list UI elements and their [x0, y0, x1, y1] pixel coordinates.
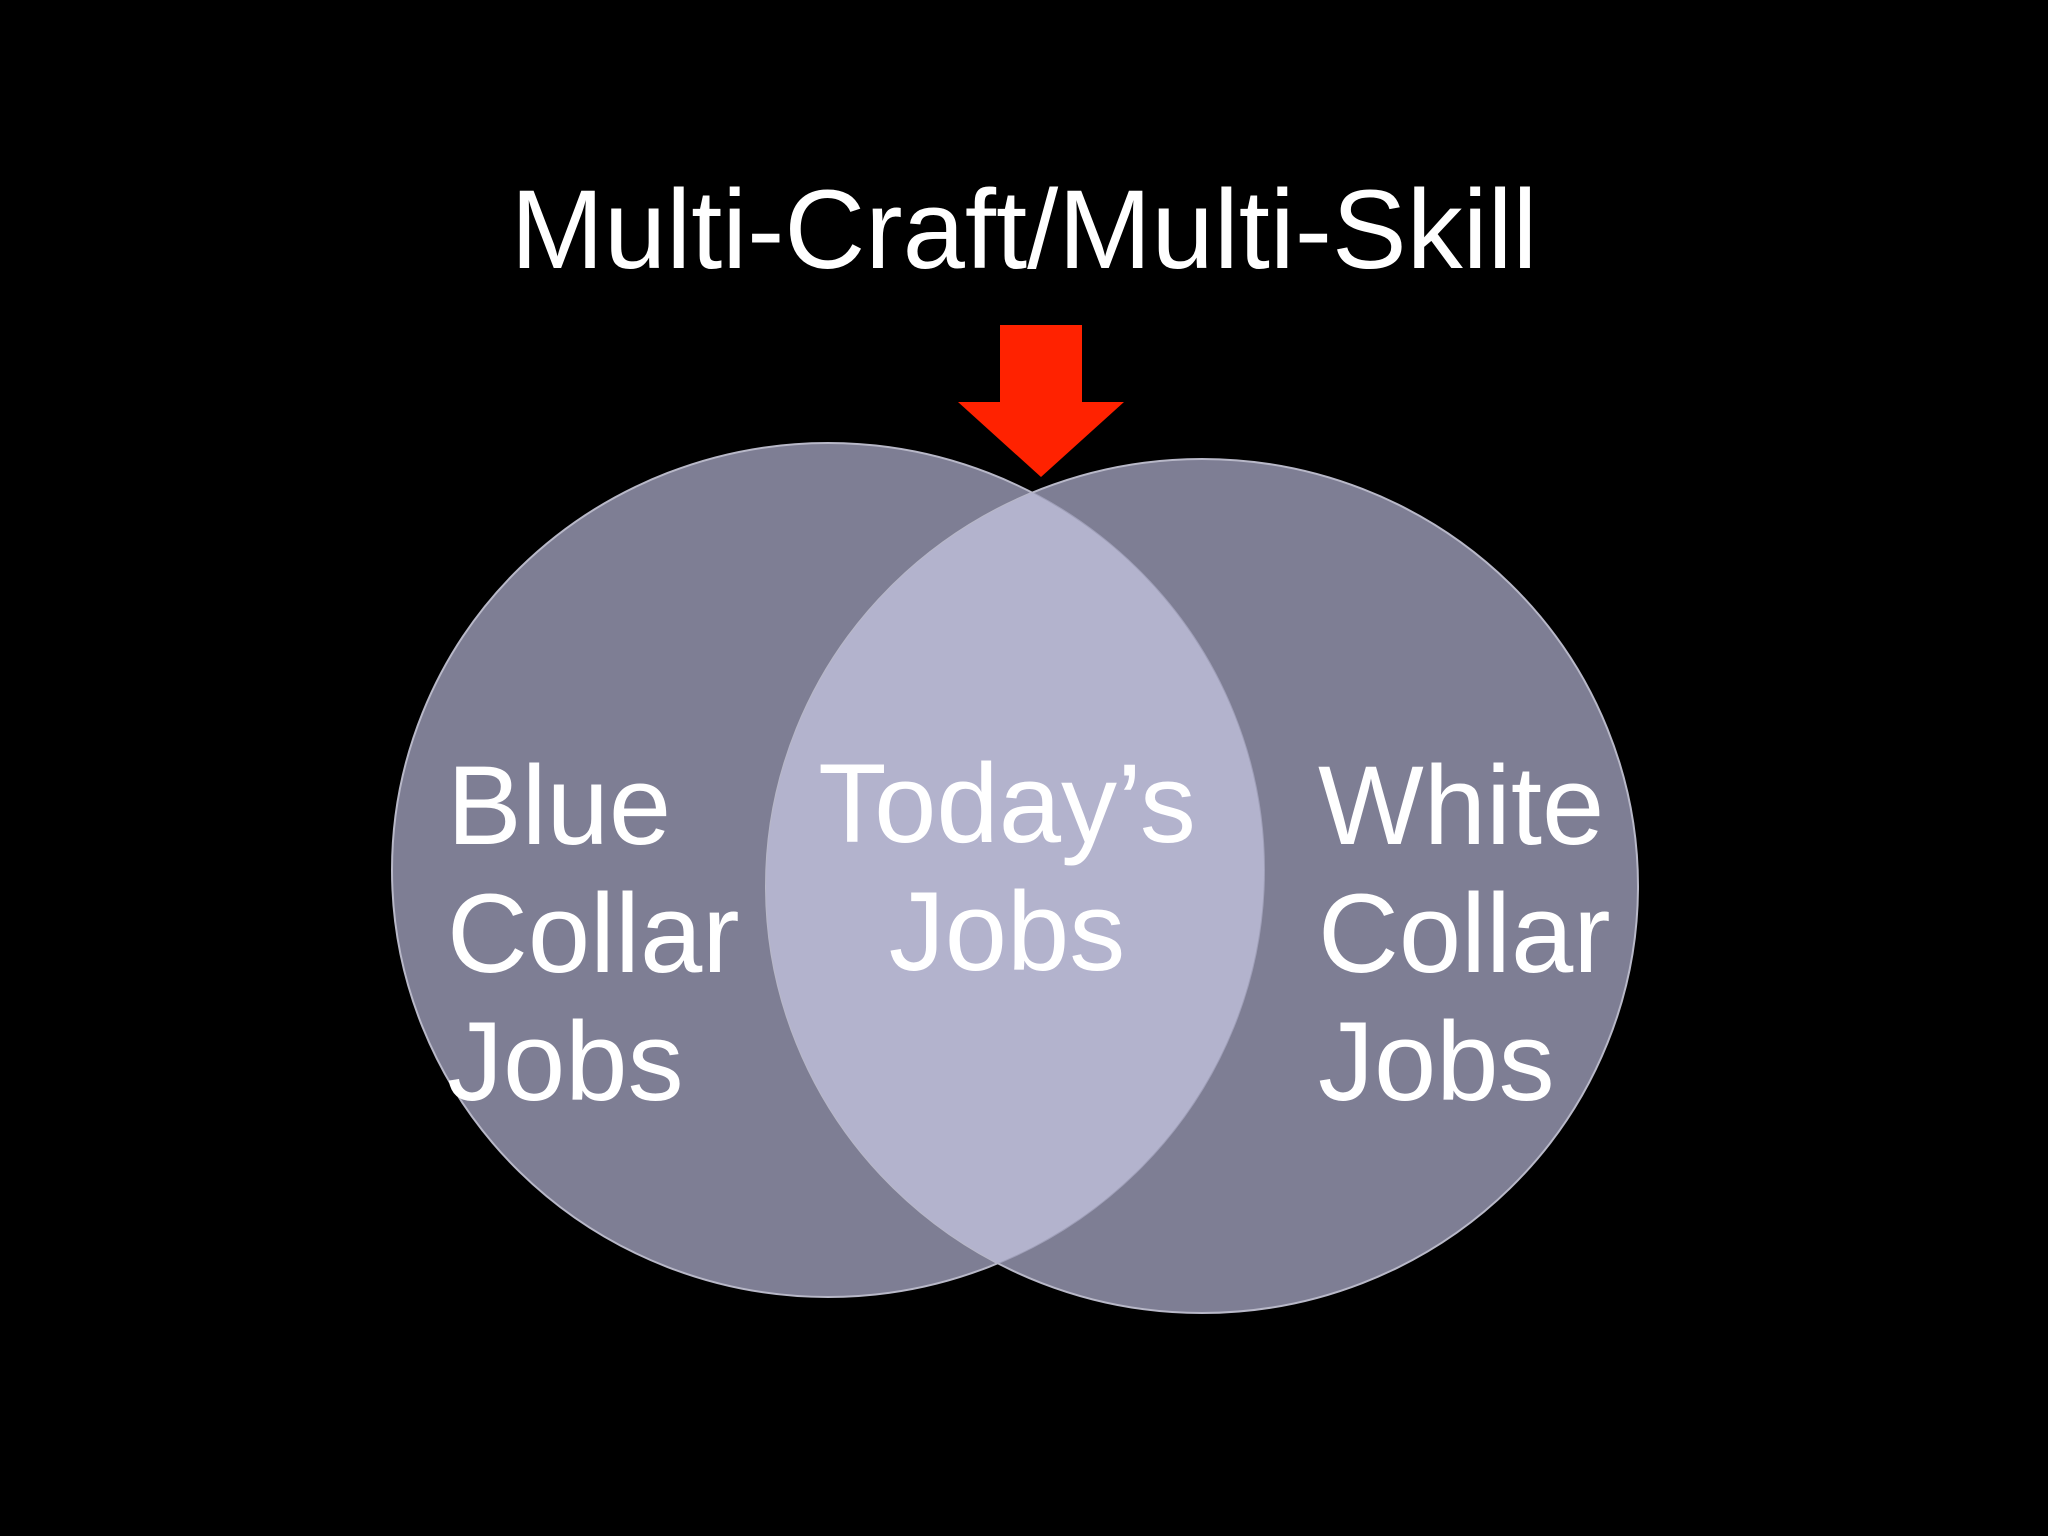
right-set-label: White Collar Jobs — [1318, 742, 1611, 1126]
left-set-label-line: Collar — [447, 871, 740, 996]
left-set-label-line: Blue — [447, 743, 672, 868]
left-set-label: Blue Collar Jobs — [447, 742, 740, 1126]
intersection-label: Today’s Jobs — [812, 740, 1202, 996]
intersection-label-line: Jobs — [888, 869, 1126, 994]
right-set-label-line: Jobs — [1318, 999, 1555, 1124]
slide-title: Multi-Craft/Multi-Skill — [510, 167, 1538, 292]
down-arrow-icon — [958, 325, 1124, 477]
left-set-label-line: Jobs — [447, 999, 684, 1124]
right-set-label-line: White — [1318, 743, 1605, 868]
intersection-label-line: Today’s — [818, 741, 1196, 866]
right-set-label-line: Collar — [1318, 871, 1611, 996]
overlap-region — [766, 459, 1264, 1297]
